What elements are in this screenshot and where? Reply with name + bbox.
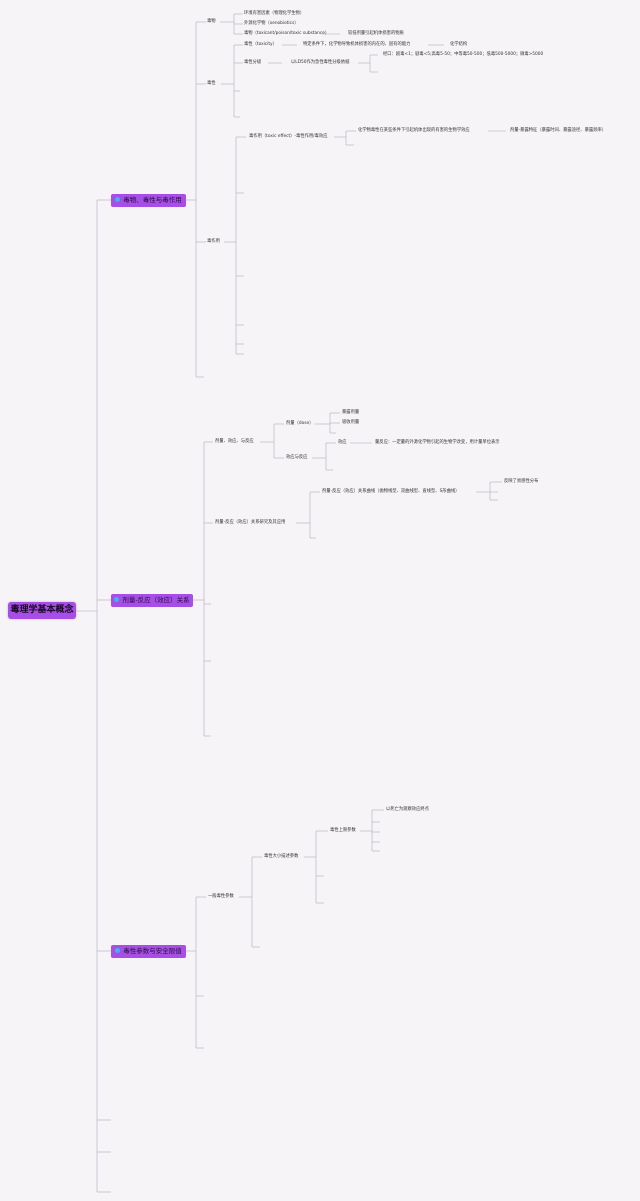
node-general-params[interactable]: 一般毒性参数 — [208, 894, 234, 899]
node-death-endpoint[interactable]: 以死亡为观察效应终点 — [386, 807, 429, 812]
node-xenobiotic[interactable]: 外源化学物（xenobiotics） — [244, 21, 299, 26]
root-node[interactable]: 毒理学基本概念 — [8, 602, 76, 619]
node-grade-values[interactable]: 经口：剧毒<1；剧毒<5;高毒5-50；中等毒50-500；低毒500-5000… — [383, 52, 544, 57]
node-toxicant-def-desc[interactable]: 较低剂量引起机体损害的物质 — [348, 31, 404, 36]
node-effect[interactable]: 效应 — [338, 440, 347, 445]
node-toxicant-def[interactable]: 毒物（toxicant/poison/toxic substance） — [244, 31, 330, 36]
node-magnitude-params[interactable]: 毒性大小描述参数 — [264, 854, 299, 859]
node-absorbed-dose[interactable]: 吸收剂量 — [342, 420, 360, 425]
branch-dose-response[interactable]: 剂量-反应（效应）关系 — [111, 594, 193, 607]
node-dose-response-intro[interactable]: 剂量、效应、与反应 — [215, 439, 254, 444]
node-exposure-dose[interactable]: 暴露剂量 — [342, 410, 360, 415]
node-dr-curves[interactable]: 剂量-反应（效应）关系曲线（抛物线型、双曲线型、直线型、S形曲线） — [322, 489, 460, 494]
bullet-icon — [115, 196, 121, 202]
node-dose-character[interactable]: 剂量-暴露特征（暴露时间、暴露途径、暴露频率） — [510, 128, 607, 133]
branch-label: 毒物、毒性与毒作用 — [123, 196, 182, 204]
node-toxicity[interactable]: 毒性 — [207, 81, 216, 86]
node-toxic-effect[interactable]: 毒作用（toxic effect）-毒性作用/毒效应 — [249, 134, 328, 139]
node-dose[interactable]: 剂量（dose） — [286, 421, 314, 426]
node-toxicity-desc[interactable]: 特定条件下，化学物导致机体损害的内在的、固有的能力 — [303, 42, 411, 47]
branch-label: 毒性参数与安全限值 — [123, 947, 182, 955]
branch-toxicity-params[interactable]: 毒性参数与安全限值 — [111, 945, 186, 958]
node-tox-grade[interactable]: 毒性分级 — [244, 60, 262, 65]
node-ld50-grade[interactable]: 以LD50作为急性毒性分级依据 — [291, 60, 350, 65]
node-chem-structure[interactable]: 化学结构 — [450, 42, 468, 47]
node-toxic-action[interactable]: 毒作用 — [207, 239, 220, 244]
node-effect-desc[interactable]: 量反应：一定量的外源化学物引起的生物学改变，用计量单位表示 — [375, 440, 500, 445]
node-toxicity-def[interactable]: 毒性（toxicity） — [244, 42, 277, 47]
node-dr-research[interactable]: 剂量-反应（效应）关系研究及其应用 — [215, 520, 286, 525]
node-reflect-variability[interactable]: 反映了易感性分布 — [504, 479, 539, 484]
bullet-icon — [115, 947, 121, 953]
node-effect-response[interactable]: 效应与反应 — [286, 455, 308, 460]
node-env-pollutant[interactable]: 环境有害因素（物理化学生物） — [244, 11, 305, 16]
node-toxic-effect-desc[interactable]: 化学物毒性在某些条件下引起机体出现的有害的生物学效应 — [358, 128, 470, 133]
node-toxicant[interactable]: 毒物 — [207, 19, 216, 24]
node-upper-limit-params[interactable]: 毒性上限参数 — [330, 828, 356, 833]
bullet-icon — [114, 596, 120, 602]
branch-label: 剂量-反应（效应）关系 — [122, 596, 190, 604]
branch-toxicant-toxicity-effect[interactable]: 毒物、毒性与毒作用 — [111, 194, 186, 207]
